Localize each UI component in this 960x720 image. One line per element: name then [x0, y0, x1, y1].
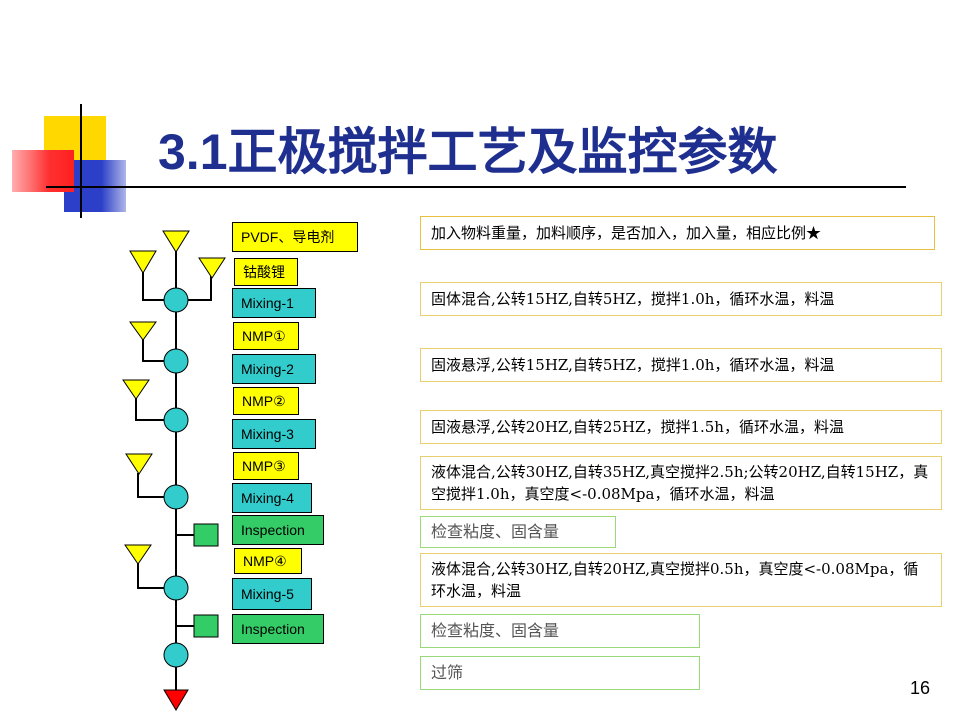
note-mixing-5: 液体混合,公转30HZ,自转20HZ,真空搅拌0.5h，真空度<-0.08Mpa…: [420, 553, 942, 607]
page-title: 3.1正极搅拌工艺及监控参数: [158, 123, 778, 181]
process-flow-diagram: [122, 230, 226, 711]
step-inspection-1-label: Inspection: [232, 515, 324, 545]
note-inspection-2: 检查粘度、固含量: [420, 614, 700, 648]
step-mixing-3-label: Mixing-3: [232, 419, 316, 449]
step-pvdf-label: PVDF、导电剂: [232, 222, 358, 252]
feed-triangle: [125, 453, 153, 475]
mix-node: [163, 287, 189, 313]
note-mixing-3: 固液悬浮,公转20HZ,自转25HZ，搅拌1.5h，循环水温，料温: [420, 410, 942, 444]
decor-vertical-line: [80, 104, 82, 218]
page-number: 16: [909, 678, 930, 698]
feed-triangle: [122, 379, 150, 400]
feed-triangle: [162, 230, 190, 253]
step-inspection-2-label: Inspection: [232, 614, 324, 644]
mix-node: [163, 484, 189, 510]
note-mixing-4: 液体混合,公转30HZ,自转35HZ,真空搅拌2.5h;公转20HZ,自转15H…: [420, 456, 942, 510]
step-nmp4-label: NMP④: [234, 548, 302, 574]
step-nmp3-label: NMP③: [233, 452, 299, 480]
note-feeding: 加入物料重量，加料顺序，是否加入，加入量，相应比例★: [420, 216, 935, 250]
step-mixing-2-label: Mixing-2: [232, 354, 316, 384]
step-lco-label: 钴酸锂: [234, 258, 298, 286]
step-mixing-4-label: Mixing-4: [232, 483, 312, 513]
feed-triangle: [124, 544, 152, 565]
step-mixing-5-label: Mixing-5: [232, 578, 312, 610]
feed-triangle: [198, 257, 226, 279]
note-sieving: 过筛: [420, 656, 700, 690]
mix-node: [163, 348, 189, 374]
step-mixing-1-label: Mixing-1: [232, 288, 316, 318]
inspection-node: [193, 614, 219, 638]
mix-node: [163, 575, 189, 601]
note-inspection-1: 检查粘度、固含量: [420, 516, 616, 548]
note-mixing-1: 固体混合,公转15HZ,自转5HZ，搅拌1.0h，循环水温，料温: [420, 282, 942, 316]
mix-node: [163, 642, 189, 668]
inspection-node: [193, 523, 219, 547]
feed-triangle: [129, 250, 157, 274]
output-triangle: [163, 689, 189, 711]
step-nmp2-label: NMP②: [233, 387, 299, 415]
decor-horizontal-line: [46, 186, 906, 188]
feed-triangle: [129, 321, 157, 341]
step-nmp1-label: NMP①: [233, 322, 299, 350]
note-mixing-2: 固液悬浮,公转15HZ,自转5HZ，搅拌1.0h，循环水温，料温: [420, 348, 942, 382]
mix-node: [163, 407, 189, 433]
decor-red-square: [12, 150, 74, 192]
